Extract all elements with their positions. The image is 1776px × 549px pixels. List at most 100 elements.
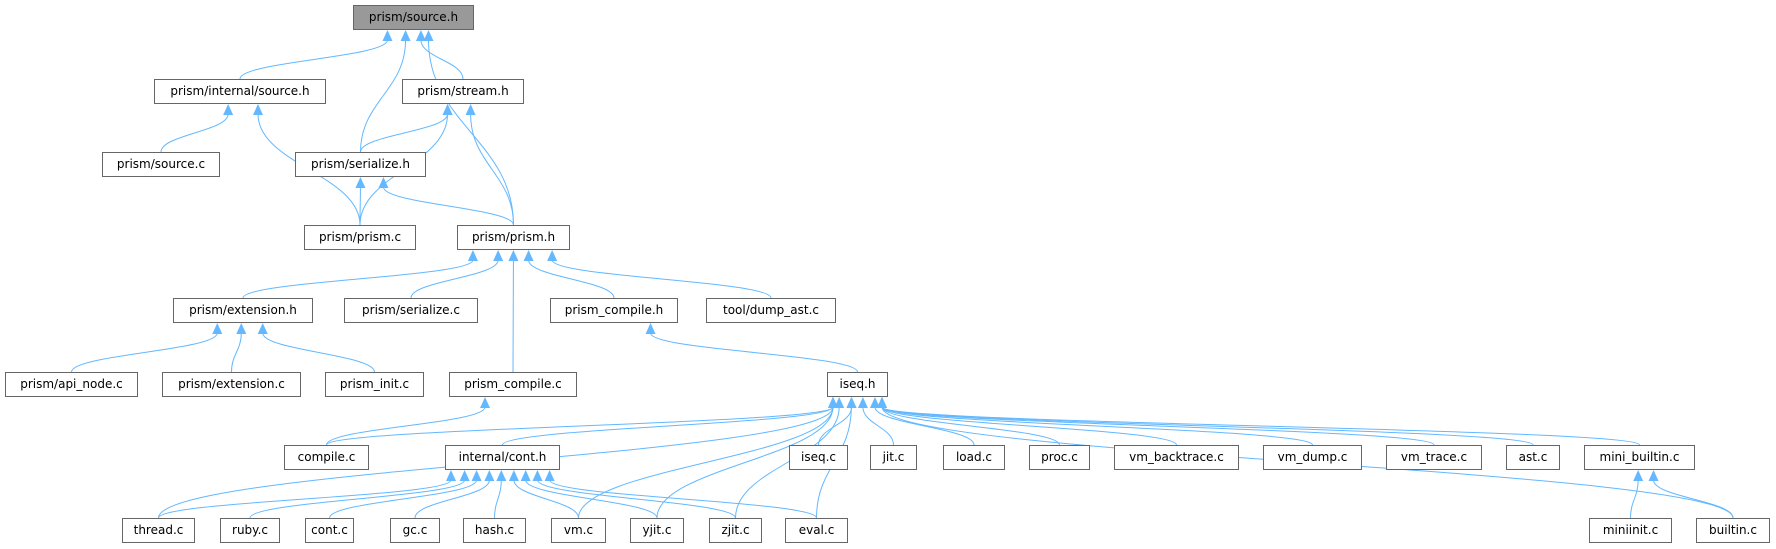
edge-dump_ast_c-to-prism_h: [551, 259, 772, 299]
node-serialize-c[interactable]: prism/serialize.c: [344, 298, 478, 323]
node-eval-c[interactable]: eval.c: [785, 518, 848, 543]
node-prism-compile-c[interactable]: prism_compile.c: [449, 372, 577, 397]
node-ast-c[interactable]: ast.c: [1506, 445, 1560, 470]
node-jit-c[interactable]: jit.c: [870, 445, 917, 470]
edge-yjit_c-to-iseq_h: [656, 406, 834, 519]
node-proc-c[interactable]: proc.c: [1029, 445, 1090, 470]
node-prism-h[interactable]: prism/prism.h: [457, 225, 570, 250]
arrowhead-icon: [857, 397, 868, 408]
node-iseq-c[interactable]: iseq.c: [789, 445, 848, 470]
edge-prism_h-to-stream_h: [470, 113, 514, 226]
node-source-h[interactable]: prism/source.h: [353, 5, 474, 30]
arrowhead-icon: [400, 30, 411, 41]
edge-compile_c-to-iseq_h: [326, 406, 834, 446]
node-yjit-c[interactable]: yjit.c: [630, 518, 684, 543]
edge-serialize_h-to-stream_h: [360, 113, 449, 153]
node-ruby-c[interactable]: ruby.c: [220, 518, 280, 543]
arrowhead-icon: [382, 30, 393, 41]
edge-extension_h-to-prism_h: [242, 259, 474, 299]
arrowhead-icon: [467, 250, 478, 261]
edge-vm_trace_c-to-iseq_h: [881, 406, 1435, 446]
node-mini-builtin-c[interactable]: mini_builtin.c: [1584, 445, 1695, 470]
arrowhead-icon: [442, 104, 453, 115]
arrowhead-icon: [484, 470, 495, 481]
node-vm-trace-c[interactable]: vm_trace.c: [1386, 445, 1482, 470]
edge-proc_c-to-iseq_h: [881, 406, 1060, 446]
arrowhead-icon: [493, 250, 504, 261]
node-vm-c[interactable]: vm.c: [551, 518, 606, 543]
node-source-c[interactable]: prism/source.c: [102, 152, 220, 177]
arrowhead-icon: [253, 104, 263, 115]
node-prism-compile-h[interactable]: prism_compile.h: [550, 298, 678, 323]
arrowhead-icon: [465, 104, 476, 115]
edge-vm_c-to-internal_cont_h: [513, 479, 579, 519]
edge-jit_c-to-iseq_h: [862, 406, 894, 446]
edge-iseq_c-to-iseq_h: [818, 406, 853, 446]
node-api-node-c[interactable]: prism/api_node.c: [5, 372, 138, 397]
arrowhead-icon: [480, 397, 491, 408]
arrowhead-icon: [415, 30, 426, 41]
edge-extension_c-to-extension_h: [231, 332, 242, 373]
node-stream-h[interactable]: prism/stream.h: [402, 79, 524, 104]
node-gc-c[interactable]: gc.c: [390, 518, 440, 543]
edge-builtin_c-to-mini_builtin_c: [1653, 479, 1734, 519]
edge-prism_compile_h-to-prism_h: [528, 259, 615, 299]
edge-prism_h-to-source_h: [428, 39, 514, 226]
edge-hash_c-to-internal_cont_h: [494, 479, 502, 519]
arrowhead-icon: [645, 323, 656, 334]
edge-vm_backtrace_c-to-iseq_h: [881, 406, 1177, 446]
edge-source_c-to-internal_source_h: [160, 113, 229, 153]
edge-stream_h-to-source_h: [420, 39, 464, 80]
node-internal-source-h[interactable]: prism/internal/source.h: [154, 79, 326, 104]
node-extension-h[interactable]: prism/extension.h: [173, 298, 313, 323]
edge-gc_c-to-internal_cont_h: [414, 479, 490, 519]
node-builtin-c[interactable]: builtin.c: [1696, 518, 1770, 543]
arrowhead-icon: [223, 104, 234, 115]
arrowhead-icon: [496, 470, 507, 481]
edge-internal_source_h-to-source_h: [239, 39, 388, 80]
node-dump-ast-c[interactable]: tool/dump_ast.c: [706, 298, 836, 323]
arrowhead-icon: [508, 250, 519, 261]
edge-prism_h-to-serialize_h: [382, 186, 514, 226]
arrowhead-icon: [508, 470, 519, 481]
edge-vm_dump_c-to-iseq_h: [881, 406, 1313, 446]
edge-api_node_c-to-extension_h: [71, 332, 218, 373]
node-hash-c[interactable]: hash.c: [463, 518, 526, 543]
arrowhead-icon: [834, 397, 845, 408]
node-zjit-c[interactable]: zjit.c: [709, 518, 762, 543]
edge-zjit_c-to-internal_cont_h: [536, 479, 736, 519]
edge-miniinit_c-to-mini_builtin_c: [1630, 479, 1639, 519]
edge-iseq_h-to-prism_compile_h: [650, 332, 858, 373]
node-compile-c[interactable]: compile.c: [284, 445, 369, 470]
edge-vm_c-to-iseq_h: [578, 406, 834, 519]
arrowhead-icon: [1648, 470, 1659, 481]
node-vm-dump-c[interactable]: vm_dump.c: [1263, 445, 1362, 470]
edge-cont_c-to-internal_cont_h: [329, 479, 478, 519]
arrowhead-icon: [212, 323, 223, 334]
node-vm-backtrace-c[interactable]: vm_backtrace.c: [1114, 445, 1239, 470]
arrowhead-icon: [869, 397, 880, 408]
arrowhead-icon: [257, 323, 268, 334]
arrowhead-icon: [236, 323, 247, 334]
edge-load_c-to-iseq_h: [874, 406, 975, 446]
edge-eval_c-to-internal_cont_h: [549, 479, 817, 519]
arrowhead-icon: [355, 177, 366, 188]
arrowhead-icon: [544, 470, 555, 481]
arrowhead-icon: [532, 470, 543, 481]
edge-compile_c-to-prism_compile_c: [326, 406, 486, 446]
arrowhead-icon: [378, 177, 389, 188]
edge-serialize_h-to-source_h: [360, 39, 407, 153]
node-iseq-h[interactable]: iseq.h: [827, 372, 888, 397]
node-thread-c[interactable]: thread.c: [122, 518, 195, 543]
node-prism-init-c[interactable]: prism_init.c: [325, 372, 424, 397]
edge-ast_c-to-iseq_h: [881, 406, 1534, 446]
node-internal-cont-h[interactable]: internal/cont.h: [445, 445, 560, 470]
node-cont-c[interactable]: cont.c: [305, 518, 354, 543]
node-prism-c[interactable]: prism/prism.c: [304, 225, 416, 250]
node-serialize-h[interactable]: prism/serialize.h: [295, 152, 426, 177]
node-miniinit-c[interactable]: miniinit.c: [1589, 518, 1672, 543]
node-extension-c[interactable]: prism/extension.c: [162, 372, 301, 397]
edge-zjit_c-to-iseq_h: [735, 406, 840, 519]
node-load-c[interactable]: load.c: [943, 445, 1005, 470]
arrowhead-icon: [846, 397, 857, 408]
